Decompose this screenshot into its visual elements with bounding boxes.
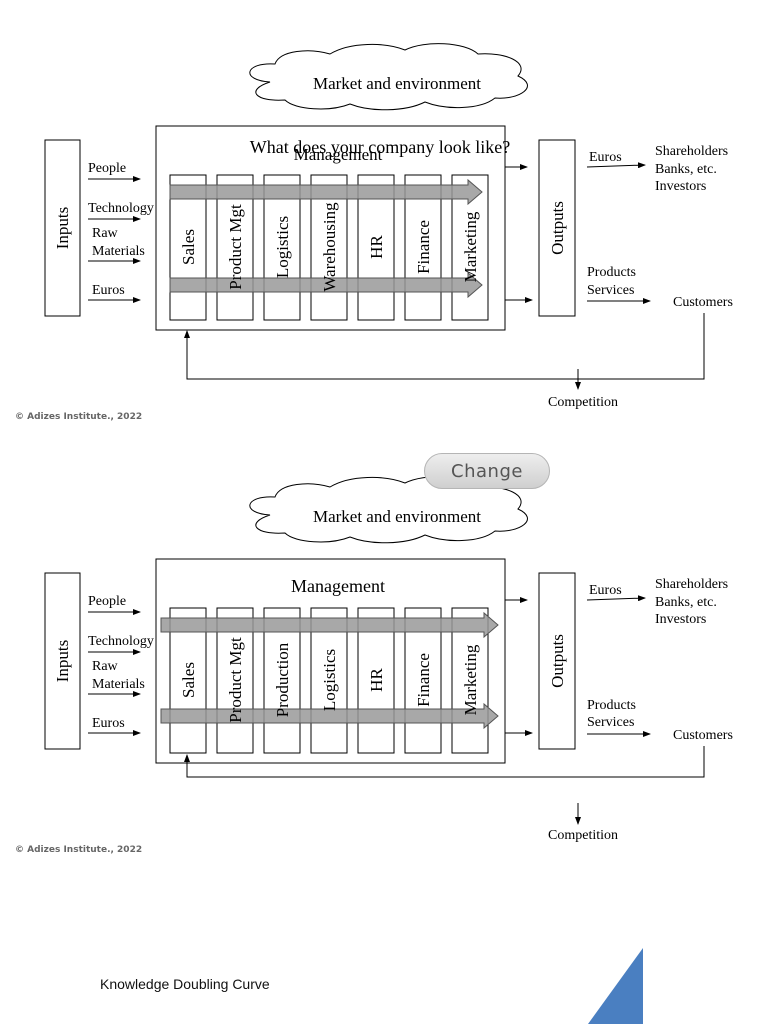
competition-label: Competition: [548, 395, 618, 410]
function-label-hr: HR: [367, 668, 386, 692]
inputs-label: Inputs: [53, 640, 72, 683]
footer-title: Knowledge Doubling Curve: [100, 976, 270, 992]
input-materials: Materials: [92, 244, 145, 259]
function-label-logistics: Logistics: [273, 216, 292, 278]
input-raw: Raw: [92, 226, 119, 241]
cloud-label: Market and environment: [313, 74, 481, 93]
function-label-production: Production: [273, 642, 292, 717]
function-label-product-mgt: Product Mgt: [226, 204, 245, 290]
process-arrow-top: [169, 178, 483, 206]
function-label-product-mgt: Product Mgt: [226, 637, 245, 723]
copyright-2: © Adizes Institute., 2022: [15, 845, 143, 855]
outputs-box: [538, 139, 576, 317]
inputs-box: [44, 139, 81, 317]
input-euros: Euros: [92, 716, 125, 731]
input-technology: Technology: [88, 201, 154, 216]
cloud-label: Market and environment: [313, 507, 481, 526]
process-arrow-bottom: [160, 702, 499, 730]
management-label: Management: [291, 576, 385, 596]
output-euros: Euros: [589, 583, 622, 598]
management-label: Management: [294, 145, 383, 164]
overlay-question: What does your company look like?: [250, 137, 510, 157]
output-products: Products: [587, 698, 636, 713]
stakeholders-shareholders: Shareholders: [655, 577, 728, 592]
cloud-shape: [249, 43, 528, 111]
outputs-label: Outputs: [548, 634, 567, 688]
stakeholders-shareholders: Shareholders: [655, 144, 728, 159]
input-people: People: [88, 594, 126, 609]
stakeholders-banks: Banks, etc.: [655, 595, 717, 610]
company-diagram-2: Market and environment Inputs People Tec…: [44, 476, 733, 843]
output-services: Services: [587, 283, 634, 298]
function-label-logistics: Logistics: [320, 649, 339, 711]
inputs-label: Inputs: [53, 207, 72, 250]
function-label-marketing: Marketing: [461, 644, 480, 715]
function-label-finance: Finance: [414, 653, 433, 707]
input-people: People: [88, 161, 126, 176]
stakeholders-investors: Investors: [655, 179, 706, 194]
customers-label: Customers: [673, 295, 733, 310]
process-arrow-top: [160, 611, 499, 639]
company-diagram-1: Market and environment Inputs People Tec…: [44, 43, 733, 410]
input-raw: Raw: [92, 659, 119, 674]
output-euros: Euros: [589, 150, 622, 165]
outputs-box: [538, 572, 576, 750]
inputs-box: [44, 572, 81, 750]
output-services: Services: [587, 715, 634, 730]
input-euros: Euros: [92, 283, 125, 298]
function-label-sales: Sales: [179, 229, 198, 265]
copyright-1: © Adizes Institute., 2022: [15, 412, 143, 422]
process-arrow-bottom: [169, 271, 483, 299]
function-label-marketing: Marketing: [461, 211, 480, 282]
input-technology: Technology: [88, 634, 154, 649]
stakeholders-banks: Banks, etc.: [655, 162, 717, 177]
corner-triangle-decoration: [588, 948, 643, 1024]
feedback-loop: [184, 746, 705, 778]
customers-label: Customers: [673, 728, 733, 743]
feedback-loop: [184, 313, 705, 380]
function-label-warehousing: Warehousing: [320, 202, 339, 292]
output-products: Products: [587, 265, 636, 280]
outputs-label: Outputs: [548, 201, 567, 255]
stakeholders-investors: Investors: [655, 612, 706, 627]
input-materials: Materials: [92, 677, 145, 692]
cloud-shape: [249, 476, 528, 544]
change-button[interactable]: Change: [424, 453, 550, 489]
competition-label: Competition: [548, 828, 618, 843]
function-label-finance: Finance: [414, 220, 433, 274]
function-label-sales: Sales: [179, 662, 198, 698]
function-label-hr: HR: [367, 235, 386, 259]
